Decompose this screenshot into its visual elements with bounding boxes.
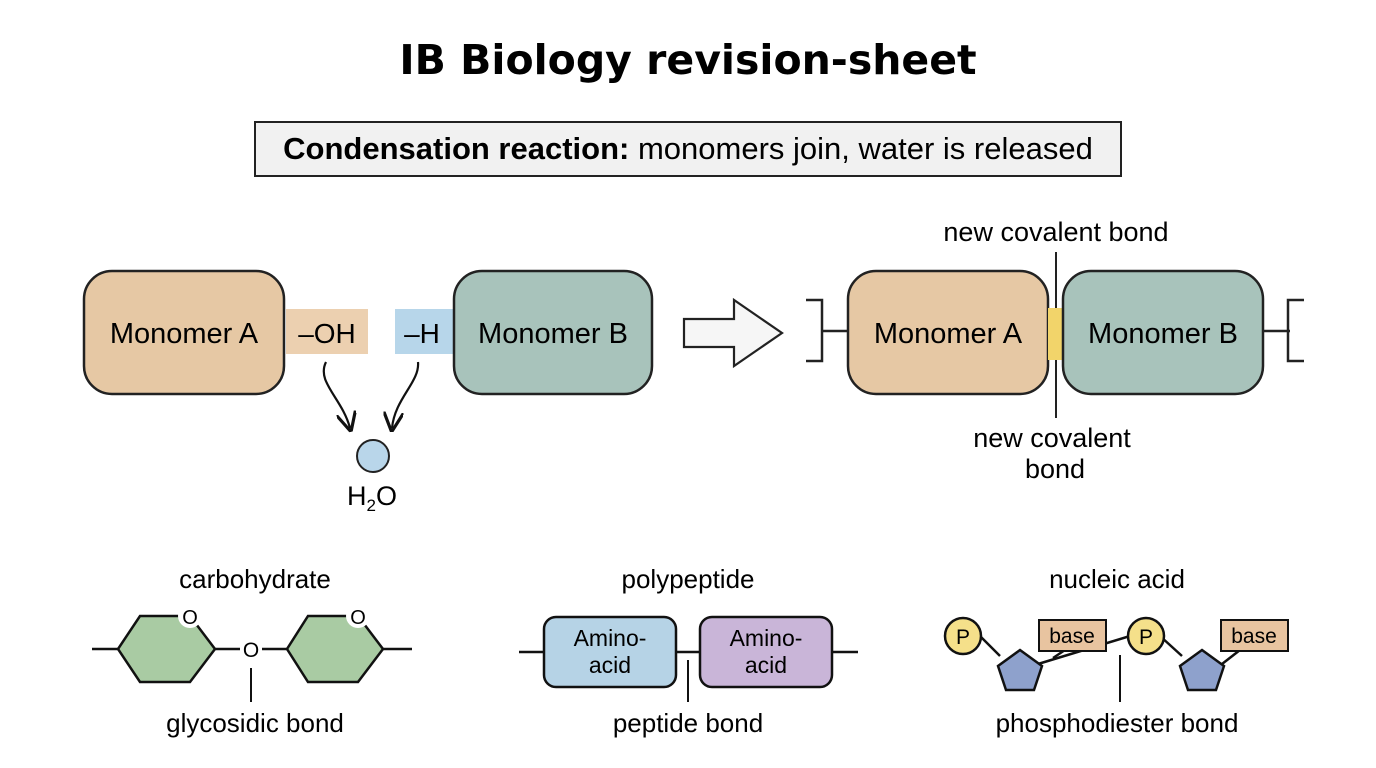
carbohydrate-example: carbohydrate O O O glycosidic bond: [92, 564, 412, 738]
ring-2-oxygen: O: [350, 607, 366, 629]
product: Monomer A Monomer B new covalent bond ne…: [806, 217, 1304, 484]
monomer-b-box: [452, 269, 654, 396]
banner-definition: monomers join, water is released: [629, 131, 1092, 166]
bond-label-top: new covalent bond: [943, 217, 1168, 247]
hydroxyl-tag: [286, 309, 368, 354]
pentose-2-icon: [1178, 648, 1226, 692]
monomer-b-label: Monomer B: [478, 318, 628, 350]
polypeptide-example: polypeptide Amino- acid Amino- acid pept…: [519, 564, 858, 738]
bond-highlight: [1048, 308, 1064, 360]
peptide-bond-label: peptide bond: [613, 708, 763, 738]
sugar-ring-1-icon: [116, 614, 217, 684]
product-monomer-b-box: [1061, 269, 1265, 396]
bond-label-bottom-line2: bond: [1025, 454, 1085, 484]
banner-text: Condensation reaction: monomers join, wa…: [283, 131, 1093, 166]
base-1-label: base: [1049, 625, 1095, 648]
base-2-label: base: [1231, 625, 1277, 648]
phosphate-2-label: P: [1139, 626, 1153, 649]
base-1-box: [1038, 619, 1107, 652]
carbohydrate-title: carbohydrate: [179, 564, 331, 594]
reaction-arrow-icon: [682, 297, 784, 369]
hydrogen-tag: [395, 309, 453, 354]
amino-acid-2-line1: Amino-: [730, 625, 803, 651]
water-molecule-icon: [356, 439, 390, 473]
base-2-box: [1220, 619, 1289, 652]
h-to-water-arrow: [392, 361, 420, 428]
amino-acid-2-line2: acid: [745, 652, 787, 678]
left-bracket: [806, 298, 824, 363]
reactants: Monomer A –OH –H Monomer B H2O: [82, 269, 654, 515]
polypeptide-title: polypeptide: [622, 564, 755, 594]
page-title: IB Biology revision-sheet: [399, 36, 976, 84]
phosphate-2-icon: [1126, 616, 1166, 656]
banner-box: [254, 121, 1122, 177]
right-bracket: [1286, 298, 1304, 363]
hydroxyl-label: –OH: [298, 318, 356, 349]
glycosidic-bond-label: glycosidic bond: [166, 708, 344, 738]
ring-1-oxygen: O: [182, 607, 198, 629]
phosphodiester-bond-label: phosphodiester bond: [996, 708, 1239, 738]
amino-acid-1-line1: Amino-: [574, 625, 647, 651]
nucleic-acid-example: nucleic acid P base P base phosphodieste…: [943, 564, 1289, 738]
glycosidic-oxygen: O: [243, 639, 259, 662]
product-monomer-b-label: Monomer B: [1088, 318, 1238, 350]
product-monomer-a-label: Monomer A: [874, 318, 1023, 350]
pentose-1-icon: [996, 648, 1044, 692]
amino-acid-1-line2: acid: [589, 652, 631, 678]
bond-label-bottom-line1: new covalent: [973, 423, 1131, 453]
hydrogen-label: –H: [404, 318, 440, 349]
nucleic-acid-title: nucleic acid: [1049, 564, 1185, 594]
definition-banner: Condensation reaction: monomers join, wa…: [254, 121, 1122, 177]
banner-term: Condensation reaction:: [283, 131, 629, 166]
sugar-ring-2-icon: [285, 614, 385, 684]
oh-to-water-arrow: [322, 361, 350, 428]
phosphate-1-icon: [943, 616, 983, 656]
water-label: H2O: [347, 481, 397, 515]
monomer-a-label: Monomer A: [110, 318, 259, 350]
phosphate-1-label: P: [956, 626, 970, 649]
monomer-a-box: [82, 269, 286, 396]
